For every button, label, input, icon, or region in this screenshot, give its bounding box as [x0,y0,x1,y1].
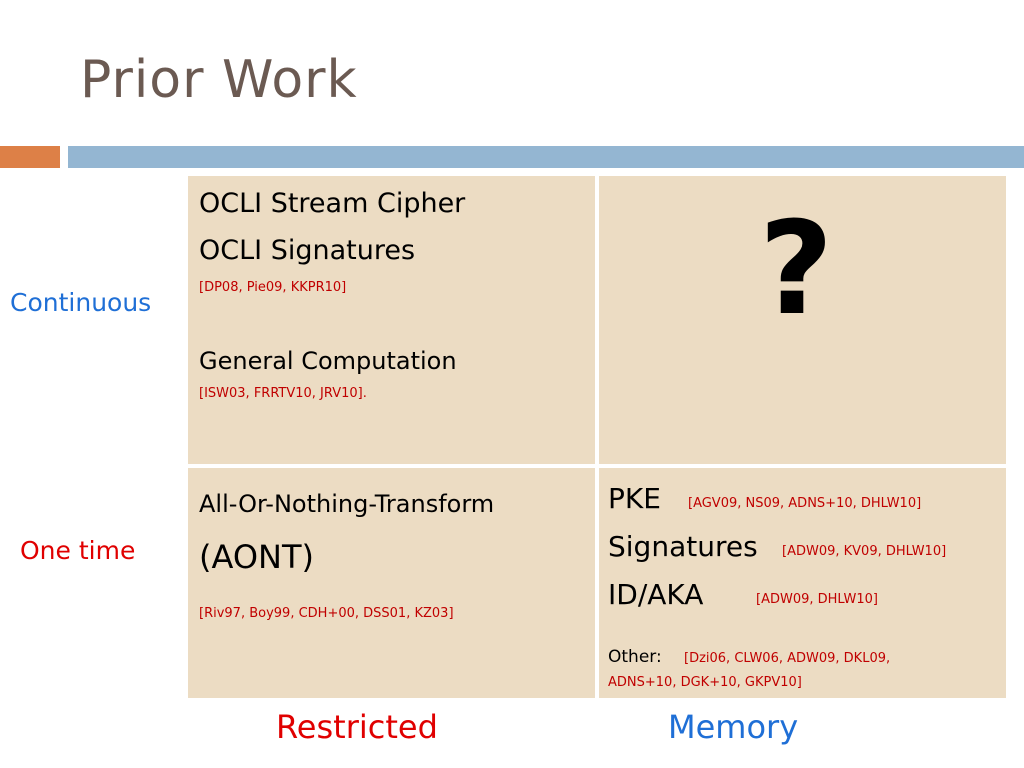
cell-line-aont-abbrev: (AONT) [199,538,314,576]
cell-line-ocli-stream-cipher: OCLI Stream Cipher [199,188,466,219]
citation: ADNS+10, DGK+10, GKPV10] [608,675,802,690]
accent-bar-blue [68,146,1024,168]
citation: [Riv97, Boy99, CDH+00, DSS01, KZ03] [199,606,454,621]
citation: [AGV09, NS09, ADNS+10, DHLW10] [688,496,922,511]
citation: [Dzi06, CLW06, ADW09, DKL09, [684,651,891,666]
cell-line-ocli-signatures: OCLI Signatures [199,235,416,266]
column-label-memory: Memory [668,708,799,746]
column-label-restricted: Restricted [276,708,438,746]
citation: [ADW09, DHLW10] [756,592,878,607]
cell-line-pke: PKE [608,482,661,515]
slide-title: Prior Work [80,50,358,110]
cell-onetime-memory: PKE [AGV09, NS09, ADNS+10, DHLW10] Signa… [599,468,1006,698]
cell-line-id-aka: ID/AKA [608,578,704,611]
citation: [ISW03, FRRTV10, JRV10]. [199,386,367,401]
cell-line-signatures: Signatures [608,530,758,563]
cell-continuous-restricted: OCLI Stream Cipher OCLI Signatures [DP08… [188,176,595,464]
question-mark: ? [759,195,834,344]
cell-line-other: Other: [608,647,662,667]
cell-line-aont-name: All-Or-Nothing-Transform [199,490,495,518]
cell-onetime-restricted: All-Or-Nothing-Transform (AONT) [Riv97, … [188,468,595,698]
citation: [ADW09, KV09, DHLW10] [782,544,947,559]
cell-line-general-computation: General Computation [199,347,457,375]
accent-bar-orange [0,146,60,168]
cell-continuous-memory: ? [599,176,1006,464]
citation: [DP08, Pie09, KKPR10] [199,280,347,295]
row-label-continuous: Continuous [10,288,152,317]
row-label-one-time: One time [20,536,136,565]
